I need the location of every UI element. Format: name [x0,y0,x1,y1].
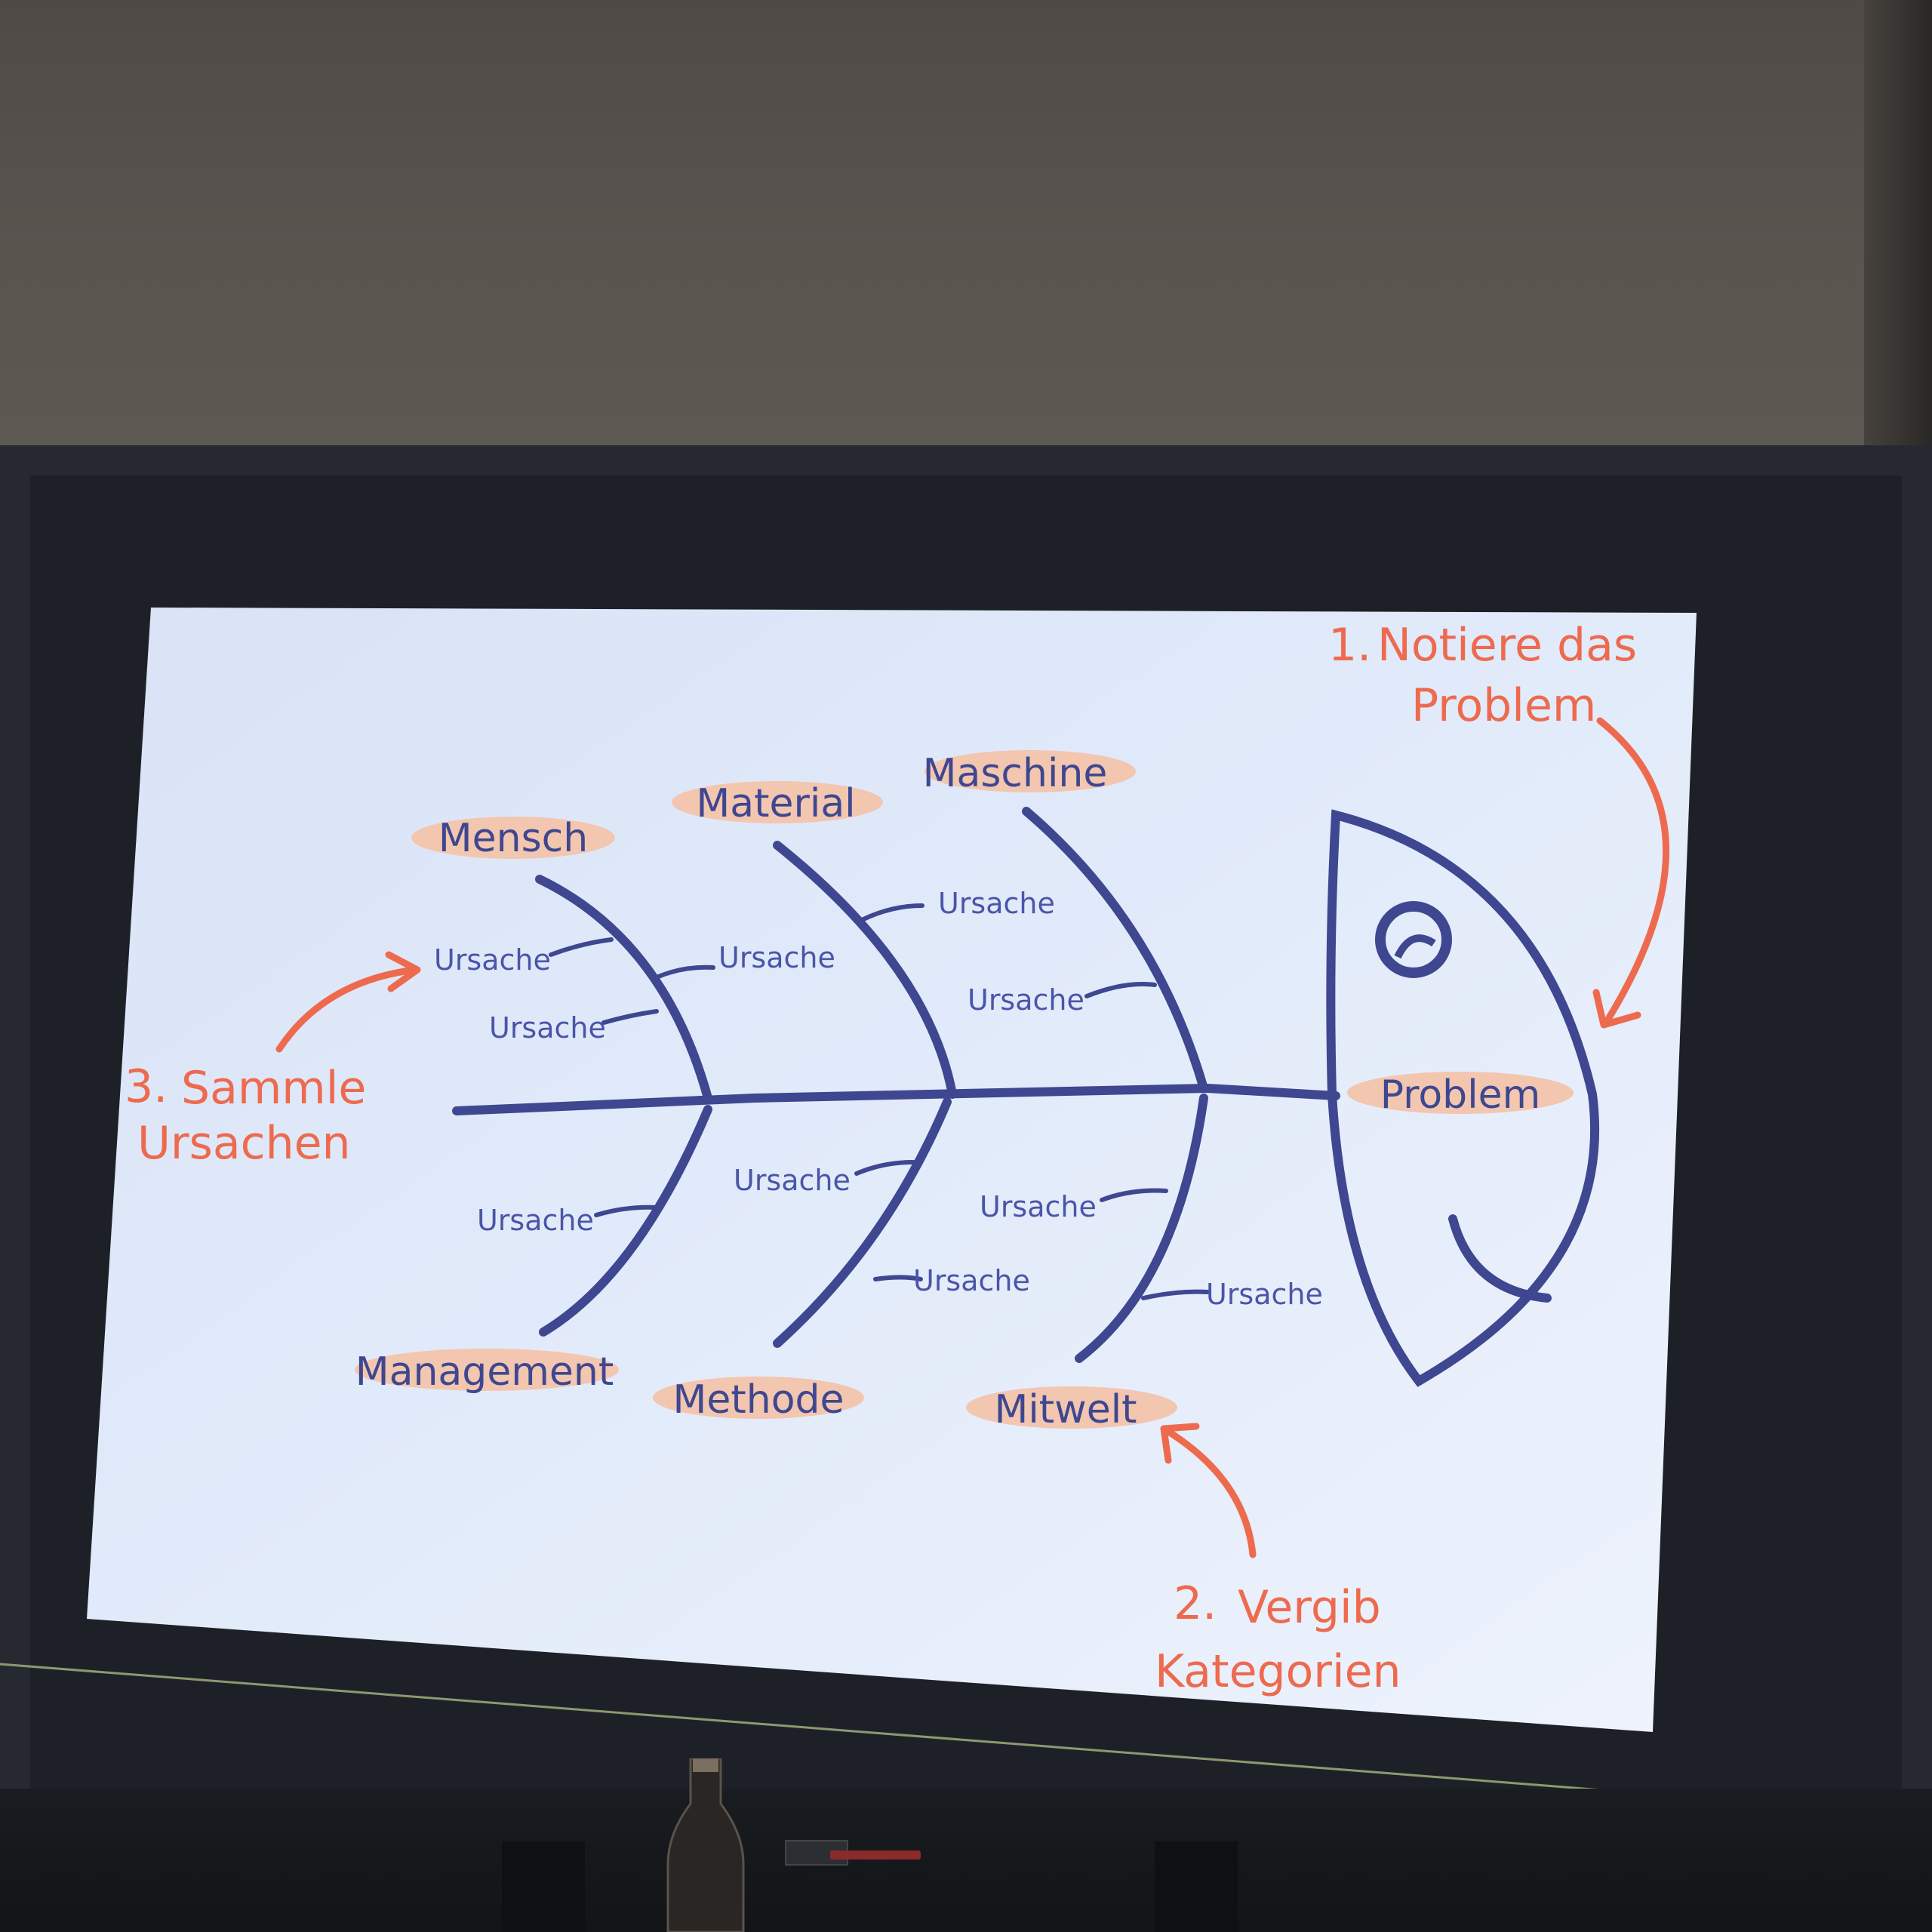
category-material: Material [696,781,855,826]
arrow-step1-head-icon [1592,989,1641,1029]
bone-mensch [535,875,712,1103]
bezel-reflection-line [0,1663,1872,1813]
step-annotations: 1. Notiere das Problem 2. Vergib Kategor… [125,619,1637,1698]
step1-number: 1. [1328,619,1371,672]
step1-line2: Problem [1411,679,1596,732]
step3-line1: Sammle [181,1062,366,1115]
fish-eye-pupil [1394,934,1436,959]
fish-mouth [1448,1214,1552,1303]
bone-mitwelt [1075,1094,1208,1363]
cause-label: Ursache [968,983,1084,1017]
arrow-step3-icon [275,966,419,1053]
step3-number: 3. [125,1060,168,1113]
cause-label: Ursache [980,1190,1097,1223]
cause-label: Ursache [1206,1278,1323,1311]
problem-label: Problem [1380,1072,1541,1118]
cause-label: Ursache [718,941,835,974]
bottle-icon [666,1758,745,1932]
cause-label: Ursache [434,943,551,977]
category-mitwelt: Mitwelt [994,1387,1137,1432]
desk-area [0,1789,1932,1932]
category-labels: Mensch Material Maschine Management Meth… [355,751,1541,1432]
bone-maschine [1022,807,1208,1093]
wall-edge [1864,0,1932,453]
step2-number: 2. [1174,1577,1217,1630]
slide-background [87,608,1697,1732]
fish-head-outline [1326,809,1600,1387]
cause-ribs [549,903,1210,1300]
arrow-step2-icon [1162,1426,1257,1558]
cause-label: Ursache [477,1204,594,1237]
wall-background [0,0,1932,453]
cause-label: Ursache [938,887,1055,920]
highlight-problem [1347,1072,1574,1114]
category-maschine: Maschine [923,751,1108,796]
fish-eye-icon [1375,901,1452,978]
bone-material [773,841,957,1099]
arrow-step2-head-icon [1160,1423,1200,1464]
cause-label: Ursache [489,1011,606,1044]
cause-label: Ursache [734,1164,851,1197]
highlight-methode [653,1377,864,1419]
highlight-management [355,1349,619,1391]
step2-line2: Kategorien [1155,1645,1401,1698]
step3-line2: Ursachen [137,1117,351,1170]
monitor-stand-right [1155,1841,1238,1932]
highlight-mensch [411,817,615,859]
category-mensch: Mensch [438,816,588,861]
fishbone-diagram [452,807,1600,1387]
category-management: Management [355,1349,614,1395]
monitor-brand-plate [830,1850,921,1860]
arrow-step3-head-icon [385,951,421,992]
highlight-mitwelt [966,1386,1177,1429]
highlight-material [672,781,883,823]
category-methode: Methode [672,1377,844,1423]
bone-methode [773,1097,952,1348]
fish-spine [452,1083,1340,1115]
highlight-maschine [924,750,1136,792]
monitor-stand-left [502,1841,585,1932]
step-arrows [275,717,1669,1558]
step1-line1: Notiere das [1377,619,1637,672]
cause-label: Ursache [913,1264,1030,1297]
bone-management [539,1105,712,1337]
arrow-step1-icon [1596,717,1669,1024]
step2-line1: Vergib [1238,1581,1381,1634]
cause-labels: Ursache Ursache Ursache Ursache Ursache … [434,887,1323,1311]
